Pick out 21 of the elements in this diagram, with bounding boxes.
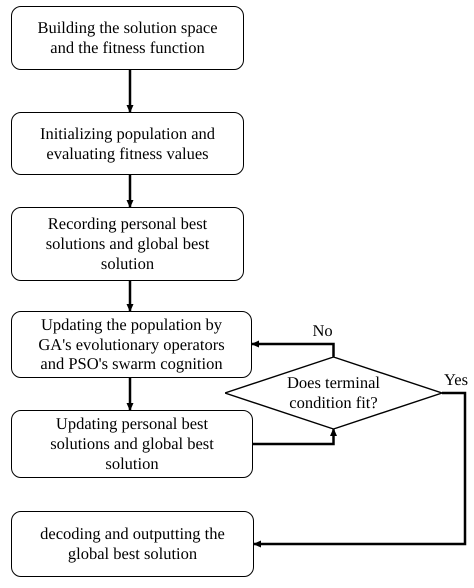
arrow <box>126 70 134 113</box>
decision-diamond <box>225 357 442 429</box>
step-text: Updating personal best solutions and global best solution <box>49 414 215 474</box>
process-box <box>11 112 244 175</box>
arrow <box>251 340 335 357</box>
arrow <box>253 428 337 446</box>
step-text: decoding and outputting the global best solution <box>39 524 226 564</box>
step-text: Initializing population and evaluating fitness values <box>38 124 216 164</box>
step-text: Updating the population by GA's evolutionary operators and PSO's swarm cognition <box>37 314 226 374</box>
arrow <box>126 378 134 411</box>
process-box <box>11 6 244 70</box>
step-text: Recording personal best solutions and global best solution <box>44 214 210 274</box>
process-box <box>11 207 244 281</box>
arrow <box>126 175 134 208</box>
step-text: Does terminal condition fit? <box>286 373 381 413</box>
process-box <box>11 311 252 378</box>
process-box <box>11 410 253 478</box>
step-text: Building the solution space and the fitness function <box>36 18 219 58</box>
arrow <box>253 392 466 548</box>
arrow <box>126 281 134 312</box>
process-box <box>11 511 254 577</box>
